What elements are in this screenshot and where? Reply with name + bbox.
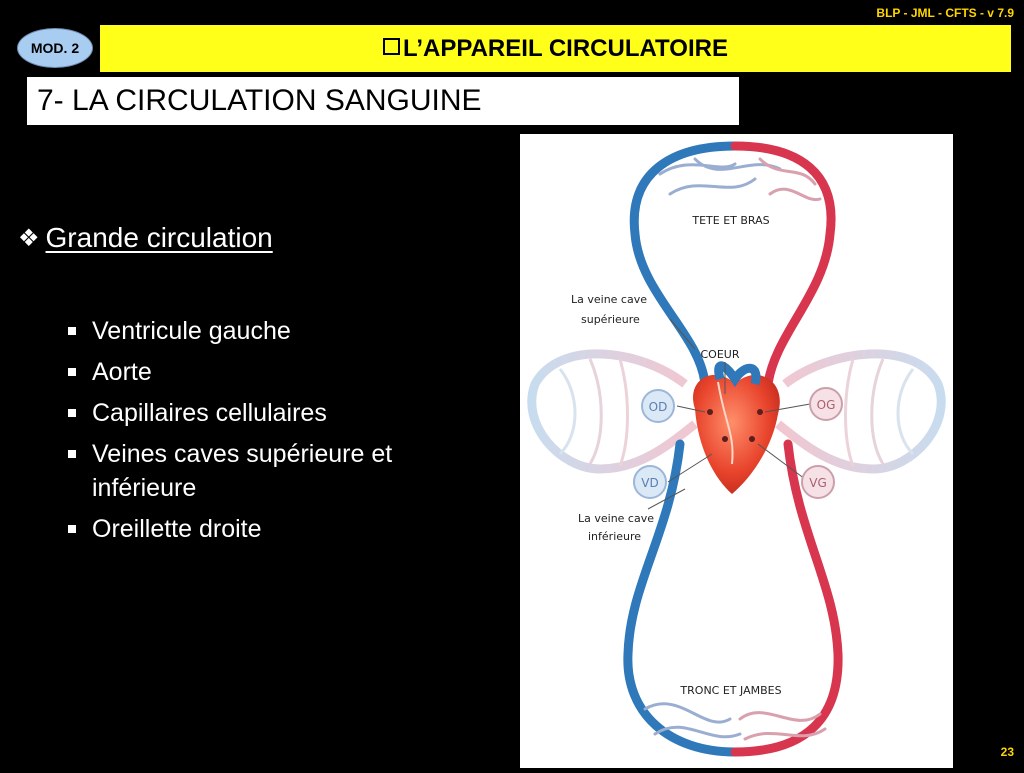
square-bullet-icon (68, 450, 76, 458)
circulation-diagram: TETE ET BRAS La veine cave supérieure CO… (520, 134, 953, 768)
list-item: Oreillette droite (66, 512, 466, 546)
list-item: Capillaires cellulaires (66, 396, 466, 430)
square-bullet-icon (68, 327, 76, 335)
square-bullet-icon (68, 525, 76, 533)
square-bullet-icon (68, 368, 76, 376)
list-item-text: Ventricule gauche (92, 317, 291, 345)
list-item-text: Aorte (92, 358, 152, 386)
vg-circle (801, 465, 835, 499)
slide-subtitle: 7- LA CIRCULATION SANGUINE (27, 77, 739, 125)
right-lung-loop (775, 349, 946, 474)
label-vc-sup-line1: La veine cave (571, 293, 647, 306)
label-head-arms: TETE ET BRAS (691, 214, 769, 227)
list-item: Veines caves supérieure et inférieure (66, 437, 466, 505)
checkbox-bullet-icon (383, 38, 401, 55)
circulation-diagram-svg: TETE ET BRAS La veine cave supérieure CO… (527, 141, 946, 757)
label-vc-sup-line2: supérieure (581, 313, 640, 326)
label-vc-inf-line2: inférieure (588, 530, 641, 543)
version-label: BLP - JML - CFTS - v 7.9 (876, 6, 1014, 20)
module-badge: MOD. 2 (17, 28, 93, 68)
trunk-legs-loop (623, 439, 843, 757)
heart-shape (693, 361, 780, 494)
title-bar: L’APPAREIL CIRCULATOIRE (100, 25, 1011, 72)
vd-circle (633, 465, 667, 499)
list-item-text: Veines caves supérieure et inférieure (92, 440, 393, 502)
page-number: 23 (1000, 745, 1014, 759)
pointer-lines (647, 318, 811, 510)
list-item: Aorte (66, 355, 466, 389)
slide-title: L’APPAREIL CIRCULATOIRE (403, 34, 728, 62)
label-og: OG (817, 398, 836, 412)
label-heart: COEUR (701, 348, 740, 361)
og-circle (809, 387, 843, 421)
list-item-text: Oreillette droite (92, 515, 262, 543)
square-bullet-icon (68, 409, 76, 417)
list-item: Ventricule gauche (66, 314, 466, 348)
bullet-list: Ventricule gauche Aorte Capillaires cell… (66, 314, 466, 553)
section-heading-text: Grande circulation (45, 222, 273, 253)
section-heading: ❖ Grande circulation (18, 222, 273, 254)
label-trunk-legs: TRONC ET JAMBES (679, 684, 781, 697)
diamond-bullet-icon: ❖ (18, 224, 40, 252)
label-vd: VD (641, 476, 658, 490)
label-vc-inf-line1: La veine cave (578, 512, 654, 525)
left-lung-loop (527, 349, 698, 474)
label-vg: VG (809, 476, 827, 490)
od-circle (641, 389, 675, 423)
list-item-text: Capillaires cellulaires (92, 399, 327, 427)
label-od: OD (649, 400, 668, 414)
